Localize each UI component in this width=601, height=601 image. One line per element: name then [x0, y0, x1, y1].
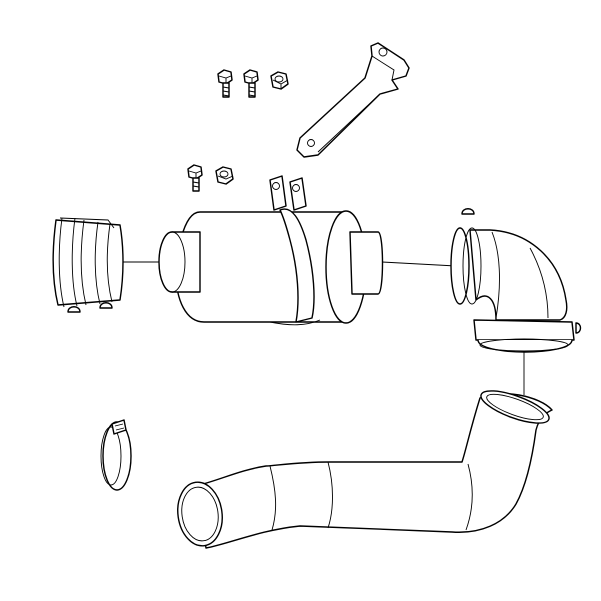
hose-clamp	[100, 419, 132, 491]
screw-1	[217, 69, 233, 98]
screw-3	[187, 164, 203, 192]
elbow-adapter	[450, 208, 582, 353]
hose-coupler	[52, 217, 124, 313]
nut-2	[215, 166, 234, 185]
air-cleaner-housing	[158, 210, 384, 324]
assembly-guide-lines	[120, 261, 525, 395]
screw-2	[243, 69, 259, 98]
mounting-strap	[269, 175, 321, 326]
nut-1	[270, 71, 289, 90]
intake-hose	[177, 390, 553, 549]
mounting-bracket	[296, 42, 410, 158]
